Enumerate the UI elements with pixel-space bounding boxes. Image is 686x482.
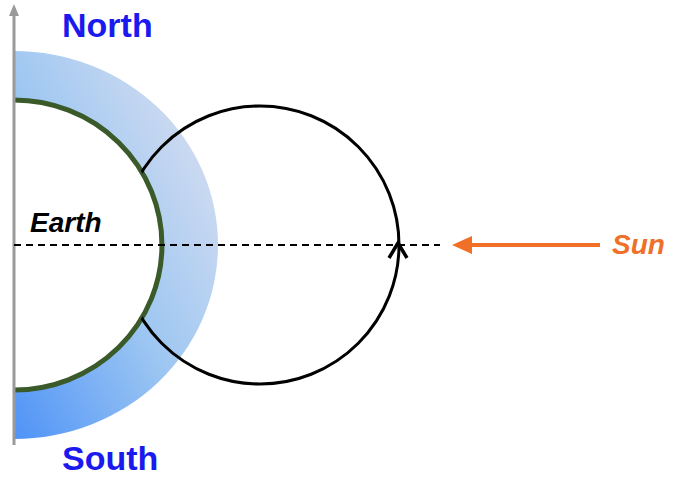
- direction-label: South: [62, 441, 158, 475]
- loop-path: [121, 106, 399, 384]
- axis-arrowhead: [9, 4, 19, 16]
- loop-arrowhead: [389, 243, 407, 258]
- direction-label: North: [62, 8, 153, 42]
- sun-earth-line: [14, 244, 440, 246]
- body-label: Sun: [612, 231, 665, 259]
- axis-line: [13, 14, 16, 445]
- sunlight-arrow: [470, 243, 600, 247]
- body-label: Earth: [30, 209, 102, 237]
- sunlight-arrowhead: [452, 236, 472, 254]
